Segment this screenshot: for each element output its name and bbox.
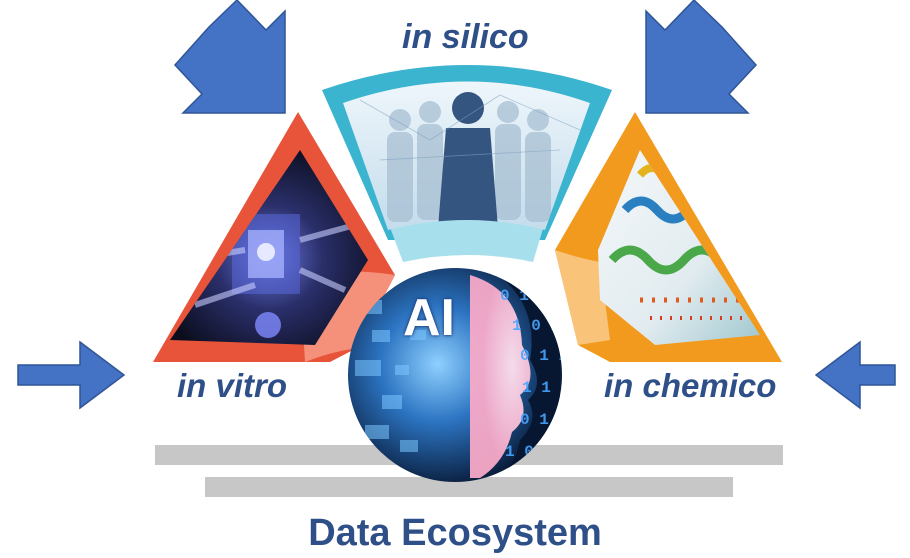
label-in-silico: in silico [402,18,529,56]
svg-text:0 1 1: 0 1 1 [520,347,568,365]
svg-text:0 1 1: 0 1 1 [500,287,548,305]
silico-panel [322,65,612,262]
ai-face-icon: 0 1 1 1 0 1 0 1 1 1 1 0 0 1 0 1 0 1 [348,268,570,482]
label-in-vitro: in vitro [177,367,288,404]
svg-text:1 0 1: 1 0 1 [512,317,560,335]
arrow-right-icon [814,340,896,410]
arrow-top-left-icon [173,0,286,114]
human-silhouette-icon [359,92,581,228]
label-in-chemico: in chemico [604,367,777,404]
svg-text:1 1 0: 1 1 0 [522,379,570,397]
chemico-panel [555,112,782,362]
label-data-ecosystem: Data Ecosystem [308,512,602,554]
label-ai: AI [403,289,455,347]
arrow-top-right-icon [645,0,758,114]
arrow-left-icon [17,340,126,410]
svg-text:0 1 0: 0 1 0 [520,411,568,429]
platform-bar-bottom [205,477,733,497]
